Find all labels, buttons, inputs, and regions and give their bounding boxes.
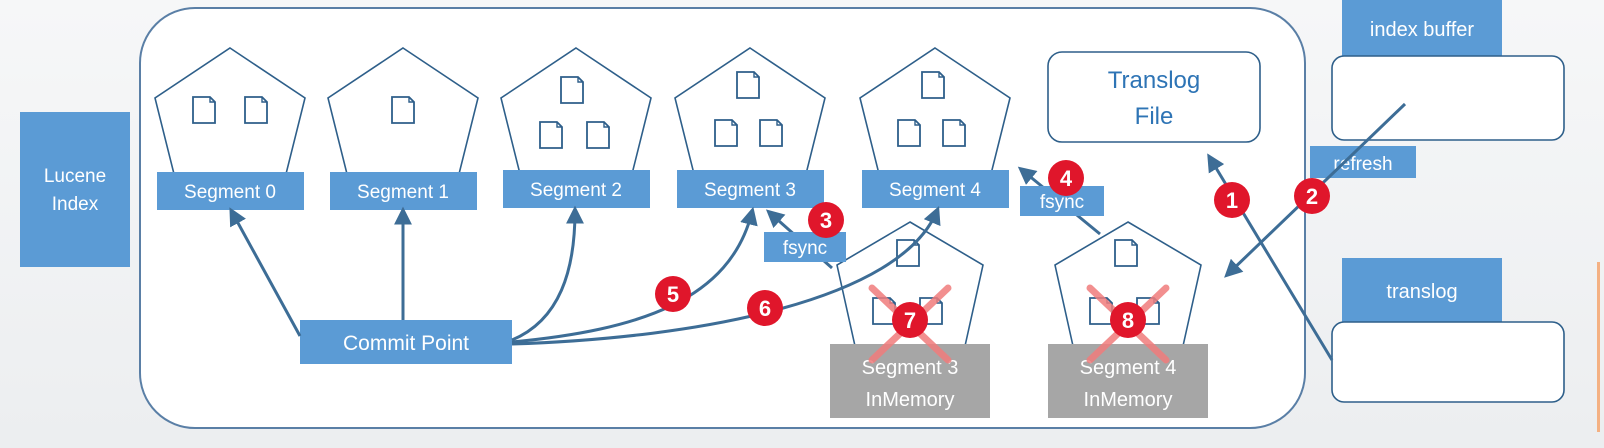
step-7-marker: 7 bbox=[892, 302, 928, 338]
inmemory-labels: Segment 3 InMemory Segment 4 InMemory bbox=[830, 344, 1208, 418]
segment-3-inmemory-line2: InMemory bbox=[866, 389, 955, 411]
segment-labels: Segment 0 Segment 1 Segment 2 Segment 3 … bbox=[157, 170, 1009, 210]
step-7-label: 7 bbox=[904, 308, 916, 333]
step-2-label: 2 bbox=[1306, 184, 1318, 209]
step-3-label: 3 bbox=[820, 208, 832, 233]
lucene-index-box: Lucene Index bbox=[20, 112, 130, 267]
segment-4-inmemory-line2: InMemory bbox=[1084, 389, 1173, 411]
translog-label: translog bbox=[1386, 281, 1457, 303]
index-buffer-group: index buffer bbox=[1331, 0, 1565, 141]
step-2-marker: 2 bbox=[1294, 178, 1330, 214]
segment-4-label: Segment 4 bbox=[889, 180, 981, 201]
document-icon bbox=[391, 96, 415, 124]
edge-accent bbox=[1597, 262, 1600, 432]
fsync-label-4: fsync bbox=[1040, 192, 1084, 213]
step-6-marker: 6 bbox=[747, 290, 783, 326]
step-5-label: 5 bbox=[667, 282, 679, 307]
document-icon bbox=[586, 121, 610, 149]
segment-1-label: Segment 1 bbox=[357, 182, 449, 203]
step-4-label: 4 bbox=[1060, 166, 1073, 191]
lucene-index-line1: Lucene bbox=[44, 166, 106, 187]
step-markers: 1 2 3 4 5 6 7 8 bbox=[655, 160, 1330, 338]
index-buffer-label: index buffer bbox=[1370, 19, 1474, 41]
document-icon bbox=[244, 96, 268, 124]
arrow-commit-to-segment-0 bbox=[229, 207, 302, 337]
document-icon bbox=[714, 119, 738, 147]
document-icon bbox=[759, 119, 783, 147]
arrow-commit-to-segment-2 bbox=[511, 205, 584, 342]
step-4-marker: 4 bbox=[1048, 160, 1084, 196]
step-1-marker: 1 bbox=[1214, 182, 1250, 218]
step-8-label: 8 bbox=[1122, 308, 1134, 333]
segment-3-inmemory-line1: Segment 3 bbox=[862, 357, 959, 379]
document-icon bbox=[560, 76, 584, 104]
step-5-marker: 5 bbox=[655, 276, 691, 312]
step-8-marker: 8 bbox=[1110, 302, 1146, 338]
document-icon bbox=[192, 96, 216, 124]
document-icon bbox=[736, 71, 760, 99]
document-icon bbox=[921, 71, 945, 99]
translog-file-line2: File bbox=[1135, 103, 1174, 130]
document-icon bbox=[1114, 239, 1138, 267]
lucene-index-line2: Index bbox=[52, 194, 99, 215]
commit-point-label: Commit Point bbox=[343, 332, 469, 355]
document-icon bbox=[539, 121, 563, 149]
translog-box bbox=[1331, 321, 1565, 403]
segment-4-inmemory-line1: Segment 4 bbox=[1080, 357, 1177, 379]
segment-0-label: Segment 0 bbox=[184, 182, 276, 203]
refresh-label-group: refresh bbox=[1310, 146, 1416, 178]
index-buffer-box bbox=[1331, 55, 1565, 141]
step-1-label: 1 bbox=[1226, 188, 1238, 213]
translog-group: translog bbox=[1331, 258, 1565, 403]
translog-file-box: Translog File bbox=[1047, 51, 1261, 143]
step-6-label: 6 bbox=[759, 296, 771, 321]
segment-3-label: Segment 3 bbox=[704, 180, 796, 201]
document-icon bbox=[942, 119, 966, 147]
commit-point-box: Commit Point bbox=[300, 320, 512, 364]
step-3-marker: 3 bbox=[808, 202, 844, 238]
translog-file-line1: Translog bbox=[1108, 67, 1200, 94]
fsync-label-3: fsync bbox=[783, 238, 827, 259]
segment-2-label: Segment 2 bbox=[530, 180, 622, 201]
document-icon bbox=[897, 119, 921, 147]
